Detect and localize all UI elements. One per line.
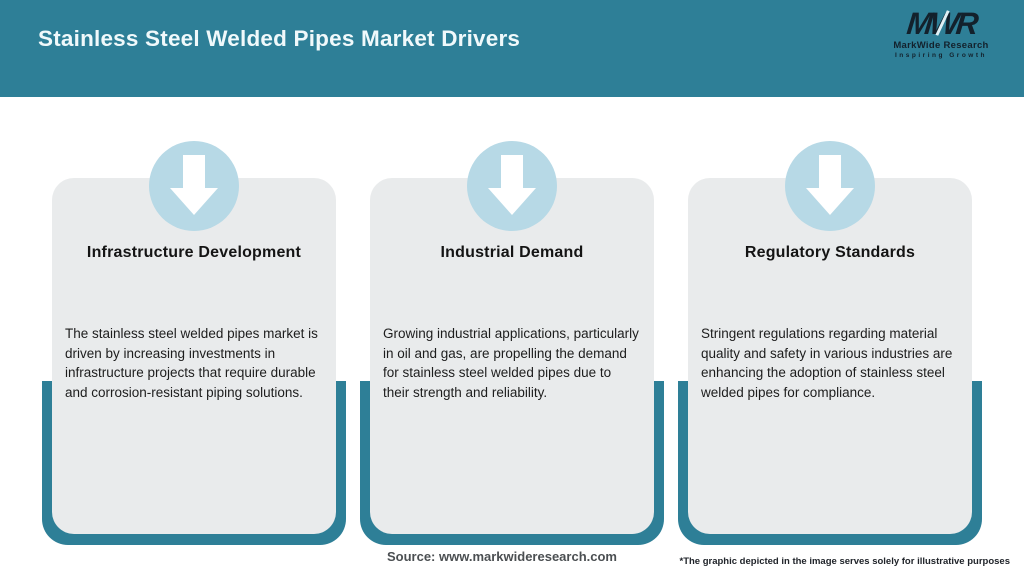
logo-tagline: Inspiring Growth <box>895 52 987 59</box>
disclaimer-text: *The graphic depicted in the image serve… <box>679 556 1011 567</box>
source-text: Source: www.markwideresearch.com <box>386 549 617 564</box>
card-title: Regulatory Standards <box>744 244 916 261</box>
card-body: The stainless steel welded pipes market … <box>65 326 318 400</box>
card-body: Growing industrial applications, particu… <box>383 326 639 400</box>
arrow-down-icon <box>785 141 875 231</box>
arrow-down-icon <box>467 141 557 231</box>
logo-acronym: MWR <box>904 6 978 41</box>
markwide-research-logo: MWR MarkWide Research Inspiring Growth <box>876 6 1006 59</box>
card-title: Industrial Demand <box>440 244 584 261</box>
header-band: Stainless Steel Welded Pipes Market Driv… <box>0 0 1024 97</box>
arrow-down-icon <box>149 141 239 231</box>
driver-card-industrial-demand: Industrial Demand Growing industrial app… <box>370 178 654 534</box>
page-title: Stainless Steel Welded Pipes Market Driv… <box>38 26 521 51</box>
card-title: Infrastructure Development <box>86 244 302 261</box>
logo-name: MarkWide Research <box>893 40 989 51</box>
driver-card-regulatory-standards: Regulatory Standards Stringent regulatio… <box>688 178 972 534</box>
card-body: Stringent regulations regarding material… <box>701 326 953 400</box>
driver-card-infrastructure: Infrastructure Development The stainless… <box>52 178 336 534</box>
